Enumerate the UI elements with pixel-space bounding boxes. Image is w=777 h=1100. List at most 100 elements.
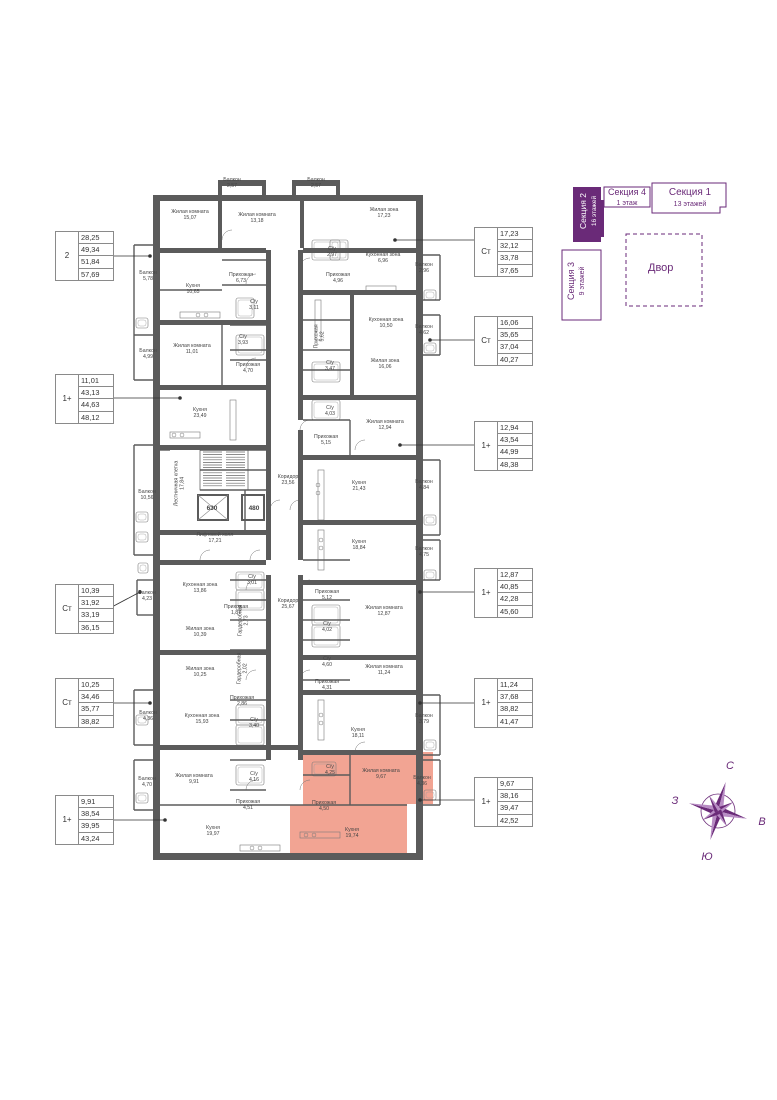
wall-43 [350, 295, 354, 395]
counter-0 [179, 311, 221, 319]
room-area: 3,79 [418, 719, 430, 726]
apartment-type: Ст [474, 227, 498, 277]
compass-main-ray-3-b [689, 803, 720, 811]
room-area: 17,23 [377, 213, 391, 220]
room-area: 11,01 [185, 349, 199, 356]
room-area: 17,84 [180, 476, 186, 490]
stove-6 [318, 537, 324, 543]
apartment-area-value: 31,92 [78, 596, 114, 610]
room-name: Жилая зона [185, 626, 215, 632]
wall-23 [266, 575, 271, 760]
wall-37 [303, 580, 416, 585]
wall-24 [160, 248, 266, 253]
section2-floors: 16 этажей [591, 195, 598, 227]
wall-12 [218, 180, 266, 186]
stove-10 [249, 845, 255, 851]
wall-42 [300, 201, 304, 248]
section2-name: Секция 2 [578, 193, 588, 229]
leader-dot-7 [398, 443, 402, 447]
room-name: С/у [250, 717, 258, 723]
wall-7 [416, 450, 423, 600]
room-area: 9,91 [188, 779, 200, 786]
apartment-area-value: 40,85 [497, 580, 533, 594]
room-area: 4,50 [318, 806, 330, 813]
table-row: 38,82 [56, 714, 114, 728]
leader-dot-6 [428, 338, 432, 342]
room-area: 3,11 [249, 305, 259, 312]
room-name: Жилая комната [365, 605, 403, 611]
compass-minor-ray-1-a [718, 809, 727, 827]
fixture-0 [235, 297, 255, 319]
apartment-area-value: 44,99 [497, 445, 533, 459]
room-area: 10,56 [140, 495, 154, 502]
room-name: Прихожая [228, 272, 254, 278]
room-name: С/у [326, 405, 334, 411]
wall-16 [292, 180, 296, 198]
room-area: 10,25 [193, 672, 207, 679]
room-area: 4,70 [242, 368, 254, 375]
room-area: 10,39 [193, 632, 207, 639]
room-name: Прихожая [313, 324, 320, 349]
fixture-inner-11 [237, 726, 263, 744]
table-row: 1+12,87 [474, 567, 533, 618]
apartment-area-value: 37,65 [497, 263, 533, 277]
room-area: 2,57 [310, 183, 322, 190]
apartment-type: Ст [55, 678, 79, 728]
room-area: 4,03 [324, 411, 336, 418]
stove-12 [303, 832, 309, 838]
fixture-inner-21 [425, 741, 435, 749]
compass-minor-ray-2-b [702, 807, 718, 820]
table-row: 48,38 [475, 457, 533, 471]
table-row: 48,12 [56, 410, 114, 424]
counter-6 [317, 699, 325, 741]
stove-4 [315, 482, 321, 488]
wall-19 [266, 250, 271, 440]
apartment-area-value: 49,34 [78, 243, 114, 257]
room-area: 4,02 [321, 627, 333, 634]
table-row: 37,65 [475, 263, 533, 277]
room-area: 2,97 [326, 252, 338, 259]
wall-27 [160, 445, 266, 450]
room-name: Жилая комната [365, 664, 403, 670]
compass-main-ray-2-a [710, 811, 723, 840]
room-area: 23,49 [193, 413, 207, 420]
room-name: Кухня [345, 827, 359, 833]
fixture-9 [311, 624, 341, 648]
fixture-inner-5 [313, 401, 339, 419]
apartment-area-value: 41,47 [497, 714, 533, 728]
stove-7 [318, 545, 324, 551]
wall-11 [153, 853, 423, 860]
room-area: 4,62 [418, 330, 430, 337]
room-name: Кухня [352, 480, 366, 486]
room-area: 4,23 [141, 596, 153, 603]
section3-name: Секция 3 [566, 262, 576, 301]
room-name: Прихожая [223, 604, 249, 610]
wall-4 [153, 650, 160, 860]
